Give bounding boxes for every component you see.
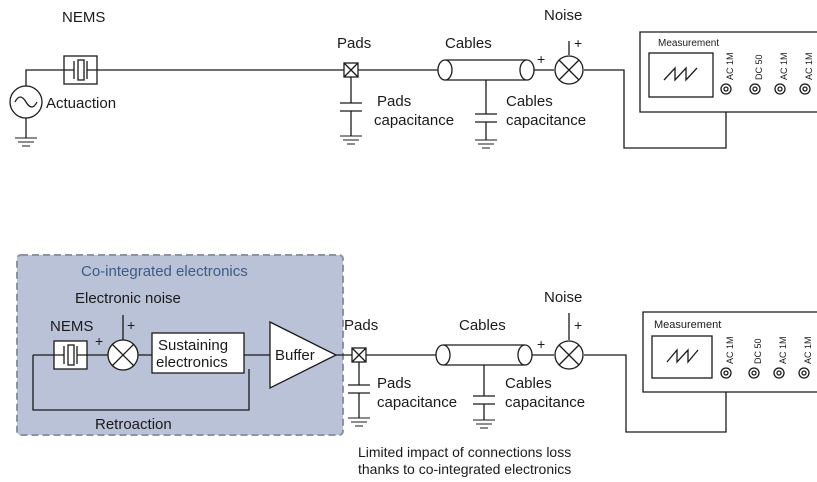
bottom-measurement-title: Measurement [654,319,721,331]
bottom-cables-capacitance-label-2: capacitance [505,394,585,411]
actuation-label: Actuaction [46,95,116,112]
bottom-pads-capacitor-icon [348,362,370,427]
top-measurement-title: Measurement [658,38,719,49]
bottom-plus-sign-left: + [95,333,103,349]
bottom-input-label-1: AC 1M [725,336,735,364]
bottom-measurement-instrument [642,311,817,393]
sustaining-electronics-label-1: Sustaining [158,337,228,354]
top-plus-sign-top: + [574,35,582,51]
electronic-noise-label: Electronic noise [75,290,181,307]
top-input-label-4: AC 1M [804,52,814,80]
bottom-input-label-2: DC 50 [753,338,763,364]
top-nems-label: NEMS [62,9,105,26]
bottom-pads-capacitance-label-2: capacitance [377,394,457,411]
bottom-noise-mixer-icon [554,340,584,370]
sustaining-electronics-label-2: electronics [156,354,228,371]
top-plus-sign-left: + [537,51,545,67]
bottom-coax-cable-icon [435,344,533,366]
bottom-plus-sign-cable: + [537,336,545,352]
bottom-plus-sign-top: + [127,317,135,333]
top-input-label-2: DC 50 [754,54,764,80]
top-circuit: NEMS Actuaction Pads Pads capacitance C [9,7,817,149]
ac-source-icon [9,85,43,147]
top-cables-capacitance-label-2: capacitance [506,112,586,129]
buffer-label: Buffer [275,347,315,364]
bottom-wire-mixer-to-scope [584,354,727,433]
top-coax-cable-icon [437,59,535,81]
buffer-amplifier-icon [269,320,338,390]
retroaction-wire [32,355,250,411]
bottom-electronic-noise-mixer-icon [107,339,139,371]
top-input-connectors [720,83,811,95]
bottom-input-label-3: AC 1M [778,336,788,364]
bottom-input-connectors [720,367,810,379]
top-cables-label: Cables [445,35,492,52]
bottom-cables-capacitor-icon [473,365,495,429]
bottom-circuit: Co-integrated electronics NEMS Electroni… [16,254,817,477]
top-nems-resonator [63,55,98,85]
top-pads-capacitor-icon [340,77,362,145]
caption-line-1: Limited impact of connections loss [358,444,571,460]
top-pad-icon [343,62,359,78]
bottom-pads-label: Pads [344,317,378,334]
top-noise-label: Noise [544,7,582,24]
top-input-label-3: AC 1M [779,52,789,80]
top-main-wire [25,69,438,86]
sustaining-electronics-block [151,332,245,374]
top-pads-capacitance-label-1: Pads [377,93,411,110]
bottom-pad-icon [351,347,367,363]
top-noise-mixer-icon [554,55,584,85]
bottom-noise-label: Noise [544,289,582,306]
top-pads-label: Pads [337,35,371,52]
bottom-pads-capacitance-label-1: Pads [377,375,411,392]
caption-line-2: thanks to co-integrated electronics [358,461,571,477]
top-measurement-instrument [639,31,817,113]
bottom-nems-label: NEMS [50,318,93,335]
retroaction-label: Retroaction [95,416,172,433]
top-input-label-1: AC 1M [725,52,735,80]
bottom-cables-label: Cables [459,317,506,334]
bottom-nems-resonator [53,340,88,370]
bottom-cables-capacitance-label-1: Cables [505,375,552,392]
bottom-plus-sign-noise: + [574,317,582,333]
top-cables-capacitance-label-1: Cables [506,93,553,110]
bottom-input-label-4: AC 1M [803,336,813,364]
co-integrated-electronics-title: Co-integrated electronics [81,263,248,280]
top-pads-capacitance-label-2: capacitance [374,112,454,129]
top-cables-capacitor-icon [475,80,497,149]
top-wire-mixer-to-scope [584,69,727,149]
